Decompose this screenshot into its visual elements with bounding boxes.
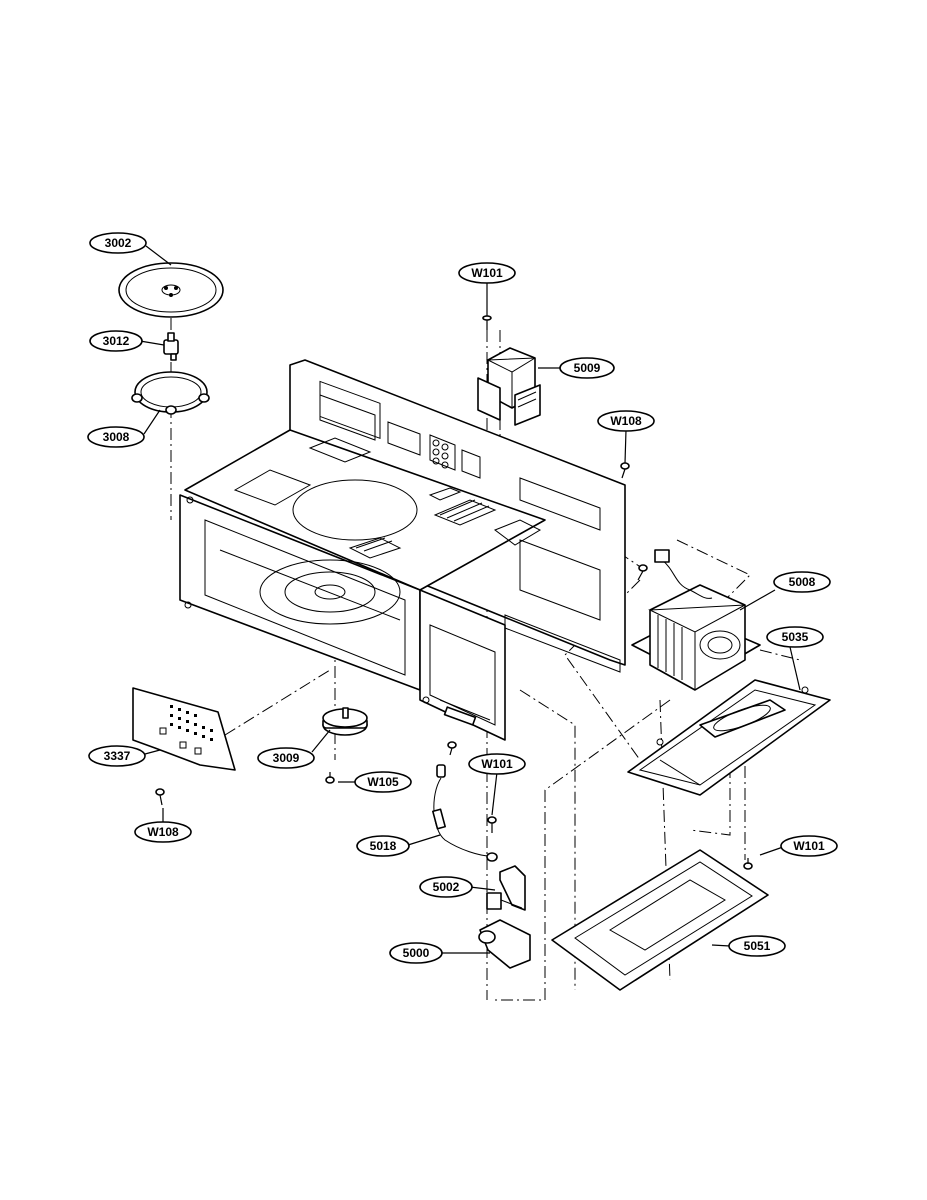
- vent-grille-front: [348, 537, 402, 559]
- callout-w105: W105: [354, 771, 412, 793]
- roller-ring-part: [131, 371, 210, 415]
- screw-w105-part: [325, 772, 335, 784]
- shield-plate-part: [132, 687, 236, 771]
- callout-w108-left-text: W108: [147, 825, 179, 839]
- callout-3002: 3002: [89, 232, 147, 254]
- callout-5035-text: 5035: [782, 630, 809, 644]
- callout-5051-text: 5051: [744, 939, 771, 953]
- callout-3009-text: 3009: [273, 751, 300, 765]
- callout-3337-text: 3337: [104, 749, 131, 763]
- callout-3002-text: 3002: [105, 236, 132, 250]
- callout-5000: 5000: [389, 942, 443, 964]
- callout-5035: 5035: [766, 626, 824, 648]
- callout-w101-right-text: W101: [793, 839, 825, 853]
- callout-5018: 5018: [356, 835, 410, 857]
- callout-5009: 5009: [559, 357, 615, 379]
- callout-5002: 5002: [419, 876, 473, 898]
- callout-5008-text: 5008: [789, 575, 816, 589]
- callout-3009: 3009: [257, 747, 315, 769]
- callout-3012-text: 3012: [103, 334, 130, 348]
- screw-w101-right-part: [743, 858, 753, 870]
- oven-cavity-part: [179, 359, 626, 741]
- callout-w108-top: W108: [597, 410, 655, 432]
- screw-w101-top-part: [482, 315, 492, 330]
- callout-w101-right: W101: [780, 835, 838, 857]
- turntable-motor-part: [322, 707, 368, 736]
- callout-w101-mid-text: W101: [481, 757, 513, 771]
- callout-5009-text: 5009: [574, 361, 601, 375]
- bottom-plate-part: [551, 849, 769, 991]
- magnetron-part: [477, 347, 541, 426]
- callout-5002-text: 5002: [433, 880, 460, 894]
- callout-w108-top-text: W108: [610, 414, 642, 428]
- screw-w108-left-part: [155, 788, 165, 806]
- callout-3337: 3337: [88, 745, 146, 767]
- callout-w105-text: W105: [367, 775, 399, 789]
- screw-w101-mid-part: [487, 816, 497, 833]
- vent-grille-top: [433, 499, 497, 526]
- screw-mid-part: [637, 564, 648, 581]
- screw-w108-top-part: [620, 462, 630, 479]
- transformer-part: [631, 549, 761, 691]
- callout-w108-left: W108: [134, 821, 192, 843]
- base-plate-part: [627, 679, 831, 796]
- fuse-wire-part: [432, 764, 498, 862]
- callout-3008-text: 3008: [103, 430, 130, 444]
- callout-5008: 5008: [773, 571, 831, 593]
- bracket-part: [486, 865, 526, 911]
- callout-5018-text: 5018: [370, 839, 397, 853]
- callout-5051: 5051: [728, 935, 786, 957]
- screw-cavity-part: [447, 741, 457, 756]
- lamp-part: [478, 919, 531, 969]
- callout-w101-mid: W101: [468, 753, 526, 775]
- callout-w101-top-text: W101: [471, 266, 503, 280]
- leader-lines: [139, 245, 801, 954]
- turntable-tray-part: [118, 262, 224, 318]
- coupler-part: [163, 332, 179, 361]
- callout-3012: 3012: [89, 330, 143, 352]
- callout-3008: 3008: [87, 426, 145, 448]
- callout-w101-top: W101: [458, 262, 516, 284]
- callout-5000-text: 5000: [403, 946, 430, 960]
